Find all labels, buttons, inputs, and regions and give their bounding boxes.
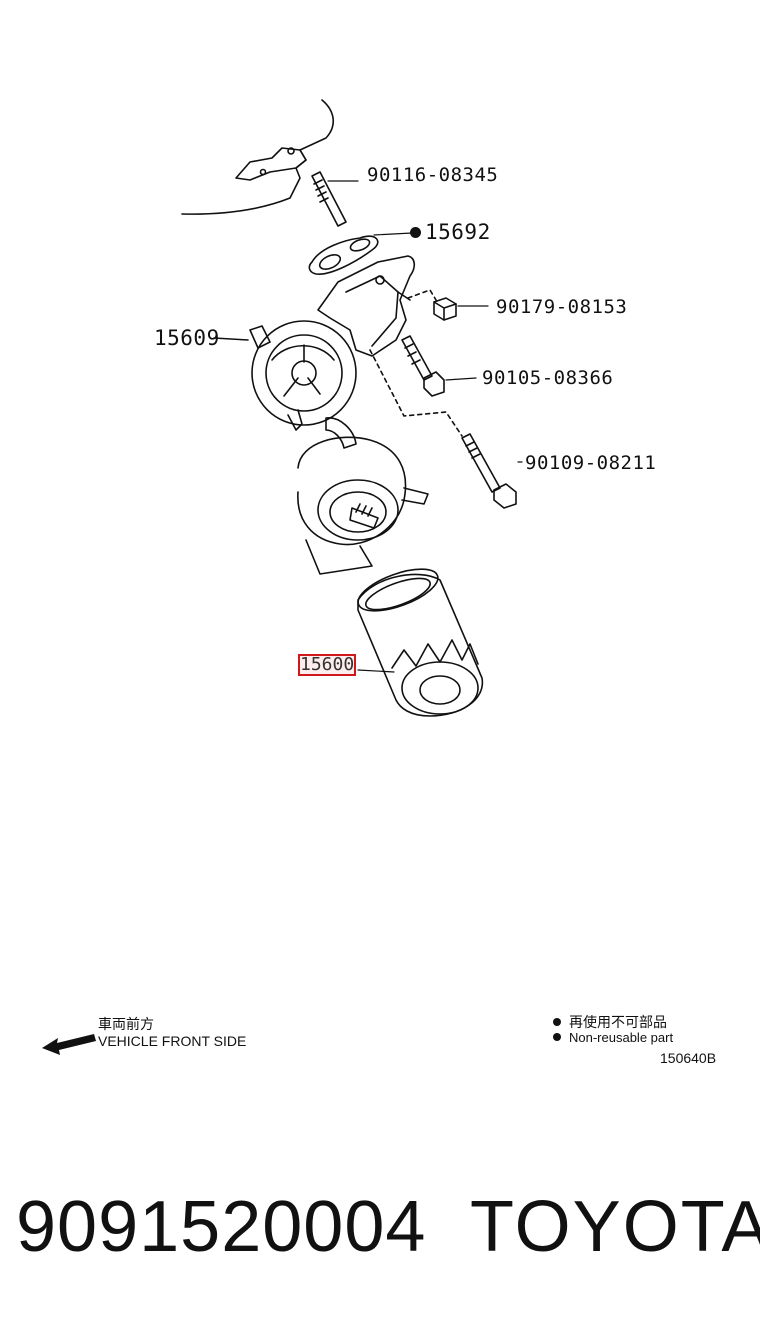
gasket-15692 (308, 232, 413, 275)
callout-gasket[interactable]: 15692 (410, 220, 491, 244)
stud-90116-08345 (311, 171, 359, 227)
engine-block-outline (181, 99, 334, 215)
front-side-en: VEHICLE FRONT SIDE (98, 1033, 247, 1049)
bolt-90109-08211 (369, 349, 523, 509)
legend-jp-label: 再使用不可部品 (569, 1015, 667, 1031)
highlight-box (298, 654, 356, 676)
filter-housing (297, 417, 429, 575)
brand-name: TOYOTA (470, 1187, 760, 1267)
callout-bracket[interactable]: 15609 (154, 326, 220, 350)
legend-jp: 再使用不可部品 (553, 1012, 667, 1032)
front-side-jp: 車両前方 (98, 1017, 154, 1033)
exploded-parts-diagram (181, 99, 523, 717)
callout-nut[interactable]: 90179-08153 (496, 296, 628, 318)
bracket-15609 (213, 255, 416, 431)
oil-filter-15600 (357, 568, 484, 717)
front-arrow-icon (42, 1034, 96, 1055)
legend-en: Non-reusable part (553, 1030, 673, 1045)
bolt-90105-08366 (401, 335, 477, 397)
callout-bolt-1[interactable]: 90105-08366 (482, 367, 614, 389)
part-number: 9091520004 (16, 1187, 427, 1267)
callout-filter[interactable]: 15600 (300, 654, 355, 675)
callout-gasket-label: 15692 (425, 220, 491, 244)
legend-dot-icon (553, 1018, 561, 1026)
callout-bolt-2[interactable]: 90109-08211 (525, 452, 657, 474)
legend-en-label: Non-reusable part (569, 1030, 674, 1045)
callout-stud[interactable]: 90116-08345 (367, 164, 499, 186)
nut-90179-08153 (407, 289, 489, 321)
figure-code: 150640B (660, 1050, 717, 1066)
non-reusable-dot-icon (410, 227, 421, 238)
legend-dot-icon (553, 1033, 561, 1041)
